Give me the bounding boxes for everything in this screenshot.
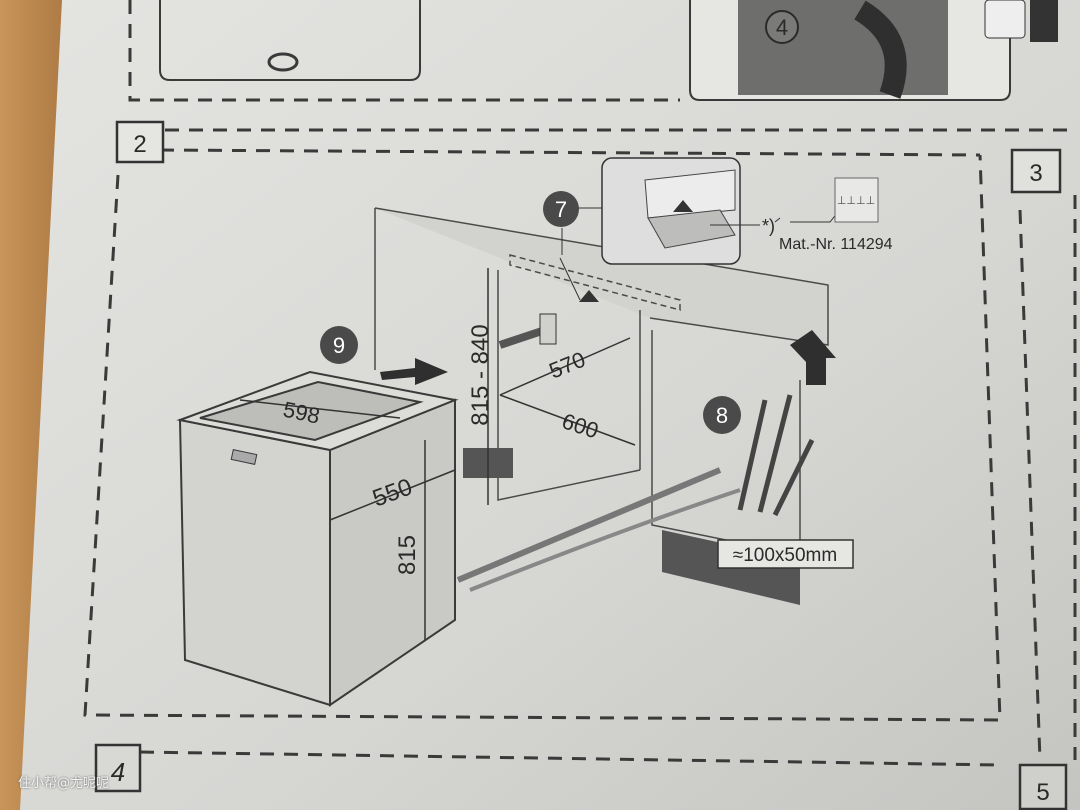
step-4-box: 4 [94,743,142,793]
step-2-label: 2 [133,131,146,158]
step-3-label: 3 [1029,160,1042,187]
dim-niche-height: 815 - 840 [467,324,494,425]
watermark: 住小帮@尤呢呢 [18,776,110,791]
part-number: Mat.-Nr. 114294 [779,236,893,253]
trash-bin-icon [984,0,1026,39]
step-panel-top-right: 4 [689,0,1058,101]
callout-8-label: 8 [716,403,728,428]
screw-pack-icon [834,177,879,223]
callout-9: 9 [320,326,358,364]
step-1-panel [128,0,680,102]
callout-4: 4 [776,15,788,40]
step-5-box: 5 [1018,763,1068,810]
mounting-bracket [498,290,599,349]
dimension-lines [239,268,636,640]
callout-4-circle [765,10,799,44]
asterisk-note: *) [762,216,775,236]
direction-marker-icon [1030,0,1058,42]
up-arrow-icon [790,330,836,385]
dishwasher [176,370,459,707]
callout-9-label: 9 [333,333,345,358]
hose-cutout: ≈100x50mm [717,394,854,569]
countertop-detail: *) Mat.-Nr. 114294 ⊥⊥⊥⊥ [559,157,893,301]
step-4-label: 4 [111,757,125,787]
step-3-box: 3 [1010,148,1062,194]
step-2-box: 2 [115,120,165,164]
push-in-arrow-icon [380,358,448,385]
paper-sheet [20,0,1080,810]
callout-7: 7 [543,191,602,227]
arrow-up-icon [673,200,693,212]
callout-8: 8 [703,396,741,434]
step-5-label: 5 [1036,779,1049,806]
panel-borders [83,128,1077,767]
screws-glyph: ⊥⊥⊥⊥ [837,195,875,207]
dim-cutout: ≈100x50mm [733,545,837,566]
dim-height-815: 815 [394,535,421,575]
callout-7-label: 7 [555,197,567,222]
